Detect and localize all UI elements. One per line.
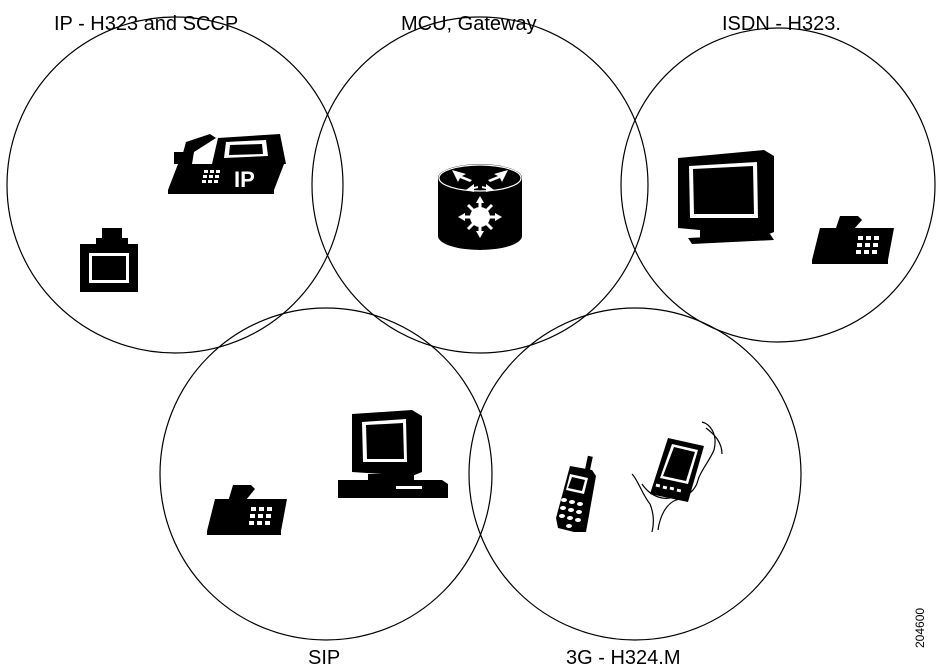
zone-circle-ip xyxy=(6,16,344,354)
zone-circle-isdn xyxy=(620,27,936,343)
router-mcu-icon xyxy=(438,164,522,250)
ip-phone-icon: IP xyxy=(168,134,286,194)
zone-label-mcu: MCU, Gateway xyxy=(401,13,537,35)
figure-number: 204600 xyxy=(913,607,927,648)
zone-circle-mcu xyxy=(311,16,649,354)
mobile-phone-icon xyxy=(556,455,596,532)
video-unit-icon xyxy=(80,228,138,292)
video-monitor-icon xyxy=(678,150,774,244)
zone-label-ip: IP - H323 and SCCP xyxy=(54,13,239,35)
zone-label-3g: 3G - H324.M xyxy=(566,647,681,669)
handheld-pda-icon xyxy=(631,421,723,533)
zone-circle-sip xyxy=(159,307,493,641)
zone-label-isdn: ISDN - H323. xyxy=(722,13,841,35)
ip-phone-badge: IP xyxy=(234,167,255,192)
desk-phone-icon xyxy=(207,485,287,535)
zone-label-sip: SIP xyxy=(308,647,341,669)
workstation-icon xyxy=(338,410,448,498)
desk-phone-icon xyxy=(812,216,894,264)
zone-circle-3g xyxy=(468,307,802,641)
